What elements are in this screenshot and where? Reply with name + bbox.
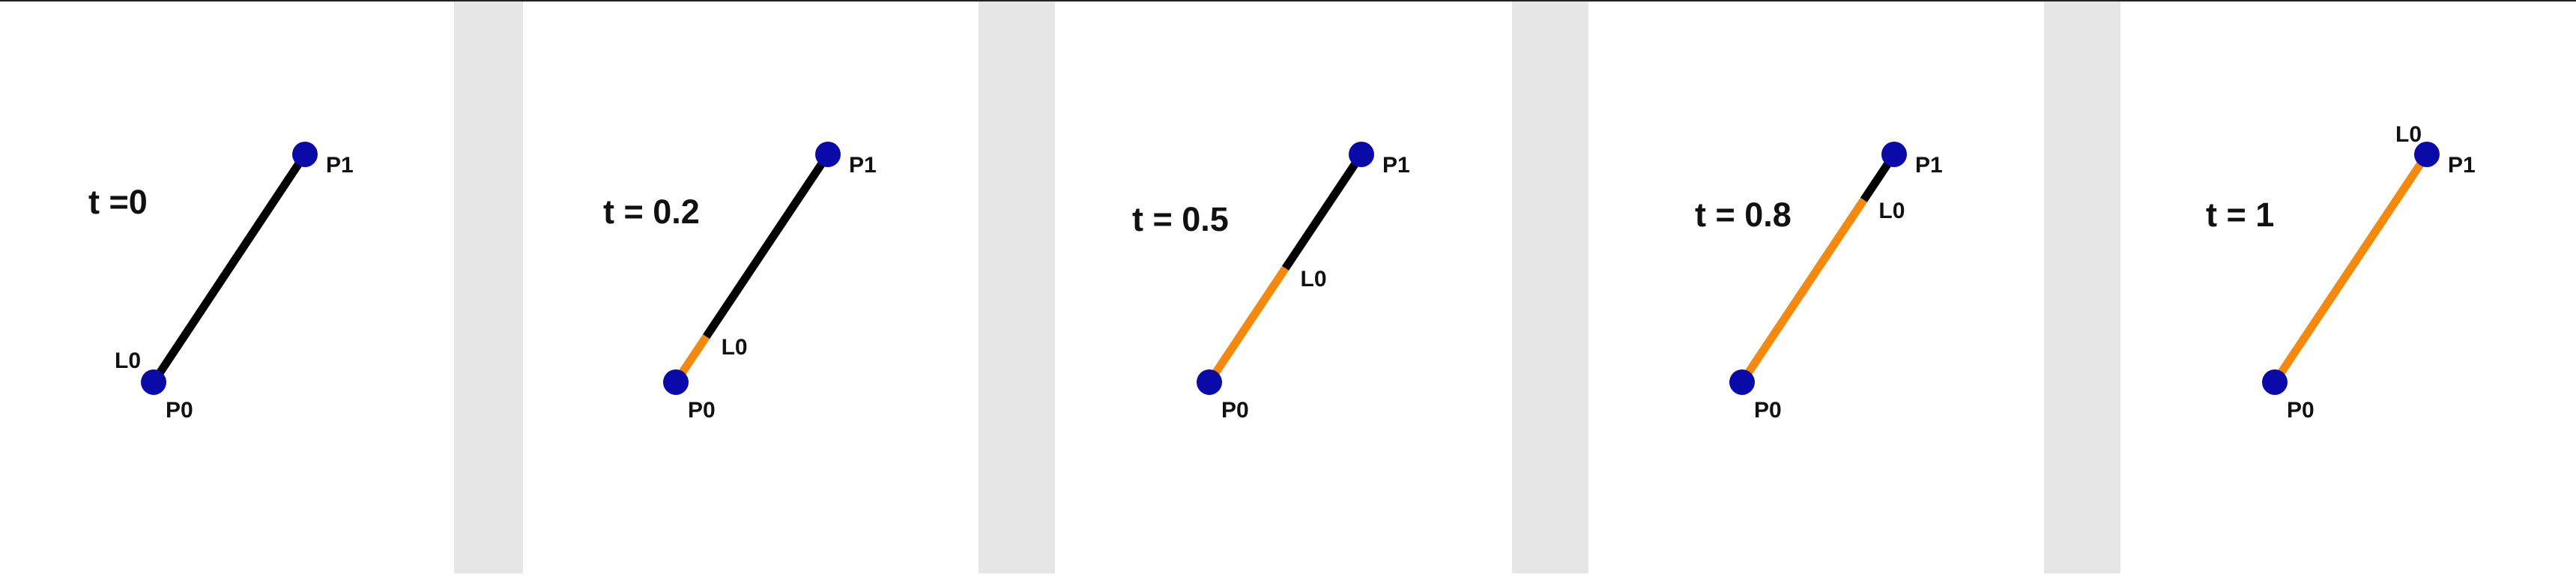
t-value-label: t = 1 [2206,196,2274,234]
point-p1 [815,142,841,167]
t-value-label: t = 0.8 [1695,196,1792,234]
t-value-label: t =0 [88,183,148,221]
point-p0-label: P0 [1754,398,1782,423]
point-l0-label: L0 [1878,199,1905,223]
point-p1-label: P1 [1382,153,1410,178]
point-p1-label: P1 [1915,153,1943,178]
point-p1 [1349,142,1374,167]
frame-panel: t = 1 P0 P1 L0 [2206,122,2476,423]
panel-gutters [454,1,2120,573]
point-l0-label: L0 [115,348,141,373]
point-l0-label: L0 [1301,267,1327,291]
segment-remaining [703,151,832,339]
segment-remaining [150,151,309,385]
point-p0-label: P0 [166,398,193,423]
panel-gutter [2044,1,2120,573]
point-p0 [141,369,166,395]
point-p1 [1881,142,1907,167]
point-p0 [1729,369,1755,395]
point-l0-label: L0 [722,335,748,360]
point-p0-label: P0 [2287,398,2315,423]
panel-gutter [454,1,523,573]
point-p0-label: P0 [688,398,716,423]
segment-remaining [1281,151,1365,271]
point-p0 [2262,369,2288,395]
panel-gutter [979,1,1055,573]
point-p1 [292,142,318,167]
point-p0-label: P0 [1221,398,1249,423]
point-p0 [1197,369,1222,395]
segment-traversed [2271,151,2431,385]
segment-traversed [1206,265,1289,385]
t-value-label: t = 0.5 [1132,200,1229,238]
segment-traversed [1738,197,1867,385]
panel-gutter [1512,1,1588,573]
point-p1 [2414,142,2440,167]
point-p0 [663,369,689,395]
point-l0-label: L0 [2395,122,2422,147]
t-value-label: t = 0.2 [603,193,700,231]
point-p1-label: P1 [2448,153,2476,178]
point-p1-label: P1 [326,153,354,178]
point-p1-label: P1 [849,153,877,178]
